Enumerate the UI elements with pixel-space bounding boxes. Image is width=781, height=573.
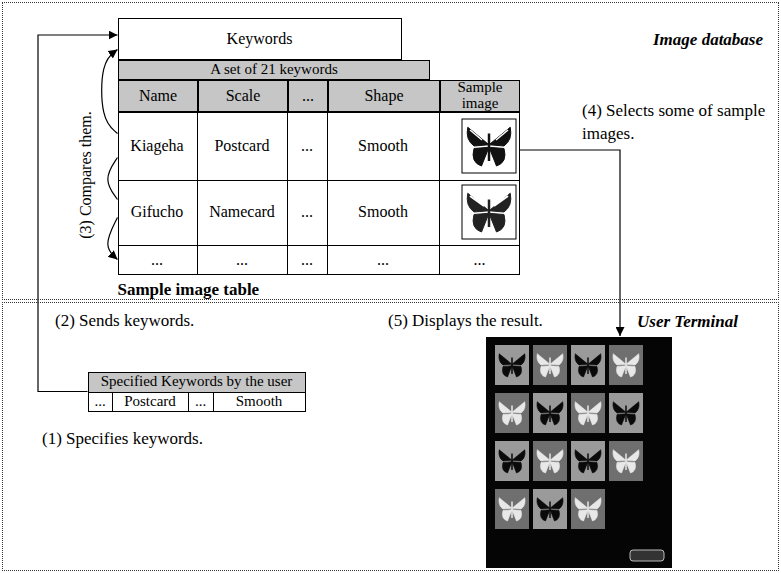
selection-arrow xyxy=(520,150,620,336)
table-header-cell: Shape xyxy=(328,80,440,112)
result-thumbnail xyxy=(571,345,605,385)
result-thumbnail xyxy=(495,441,529,481)
result-thumbnail xyxy=(571,441,605,481)
node-text: ... xyxy=(288,113,328,180)
step-label: (2) Sends keywords. xyxy=(55,312,194,330)
table-header-cell: ... xyxy=(288,80,328,112)
flow-arrow xyxy=(102,50,118,134)
node-text: ... xyxy=(288,181,328,245)
result-thumbnail xyxy=(609,345,643,385)
table-header-cell: Name xyxy=(118,80,198,112)
node-text: ... xyxy=(189,393,214,411)
table-header-cell: A set of 21 keywords xyxy=(118,60,430,80)
node-text: Postcard xyxy=(113,393,189,411)
node-text: ... xyxy=(89,393,113,411)
table-row: GifuchoNamecard...Smooth xyxy=(118,180,520,245)
step-label: (5) Displays the result. xyxy=(388,312,543,330)
result-thumbnail xyxy=(533,441,567,481)
step-label: (1) Specifies keywords. xyxy=(42,430,203,448)
result-thumbnail xyxy=(571,393,605,433)
table-row: KiagehaPostcard...Smooth xyxy=(118,112,520,180)
node-text: ... xyxy=(118,246,198,275)
result-thumbnails xyxy=(495,345,643,529)
node-text: ... xyxy=(198,246,288,275)
result-thumbnail xyxy=(533,489,567,529)
display-button xyxy=(630,550,664,561)
result-thumbnail xyxy=(495,489,529,529)
table-header-cell: Scale xyxy=(198,80,288,112)
node-text: Sample image table xyxy=(118,281,260,299)
result-thumbnail xyxy=(609,393,643,433)
flow-arrow xyxy=(108,158,118,200)
table-header-cell: Sample image xyxy=(440,80,520,112)
sample-image xyxy=(462,119,516,173)
node-text: Kiageha xyxy=(118,113,198,180)
node-text: Specified Keywords by the user xyxy=(89,373,305,393)
result-thumbnail xyxy=(533,393,567,433)
node-text: Namecard xyxy=(198,181,288,245)
node-text: Image database xyxy=(653,31,763,49)
node-text: ... xyxy=(440,246,520,275)
node-text: Smooth xyxy=(214,393,305,411)
result-thumbnail xyxy=(571,489,605,529)
node-text: User Terminal xyxy=(637,313,738,331)
result-thumbnail xyxy=(495,393,529,433)
table-row: ............... xyxy=(118,245,520,275)
sample-image xyxy=(462,185,516,239)
step-label: (3) Compares them. xyxy=(76,90,96,260)
result-thumbnail xyxy=(495,345,529,385)
node-text: Keywords xyxy=(119,27,401,53)
node-text: ... xyxy=(288,246,328,275)
keyword-box: Keywords xyxy=(118,18,402,60)
node-text: Gifucho xyxy=(118,181,198,245)
table-box: Specified Keywords by the user...Postcar… xyxy=(88,372,306,412)
result-thumbnail xyxy=(609,441,643,481)
step-label: (4) Selects some of sample images. xyxy=(582,100,772,146)
region-box: Image database KeywordsSample image table… xyxy=(2,2,779,300)
edge-group xyxy=(38,35,118,392)
node-text: ... xyxy=(328,246,440,275)
node-text: Postcard xyxy=(198,113,288,180)
node-text: Smooth xyxy=(328,113,440,180)
result-display xyxy=(486,337,672,568)
flow-arrow xyxy=(108,218,118,260)
node-text: Smooth xyxy=(328,181,440,245)
result-thumbnail xyxy=(533,345,567,385)
flow-arrow xyxy=(38,35,118,392)
